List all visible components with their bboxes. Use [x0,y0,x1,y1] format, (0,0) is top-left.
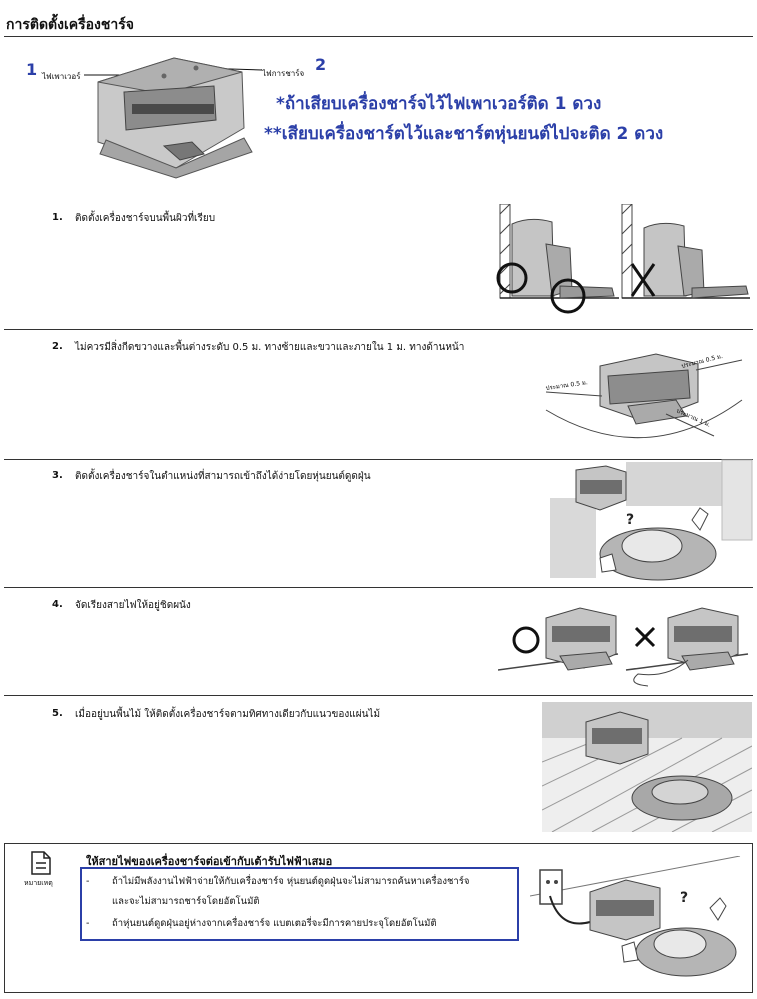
step-3-number: 3. [52,470,63,481]
power-led-label: ไฟเพาเวอร์ [42,72,81,81]
step-4-text: จัดเรียงสายไฟให้อยู่ชิดผนัง [75,600,191,611]
bullet-2-text: ถ้าหุ่นยนต์ดูดฝุ่นอยู่ห่างจากเครื่องชาร์… [112,918,437,929]
step-4-number: 4. [52,599,63,610]
step-2-text: ไม่ควรมีสิ่งกีดขวางและพื้นต่างระดับ 0.5 … [75,342,465,353]
note-illustration: ? [530,856,741,977]
step-5-number: 5. [52,708,63,719]
step-5-text: เมื่ออยู่บนพื้นไม้ ให้ติดตั้งเครื่องชาร์… [75,709,381,720]
bullet-2-mark: - [86,918,90,929]
dist-front-label: ประมาณ 1 ม. [675,407,711,428]
dist-right-label: ประมาณ 0.5 ม. [681,353,724,370]
bullet-1-mark: - [86,876,90,887]
step-divider-4 [4,695,753,696]
step-4-illustration [498,607,749,687]
led-note-2: **เสียบเครื่องชาร์ตไว้และชาร์ตหุ่นยนต์ไป… [264,124,664,144]
dist-left-label: ประมาณ 0.5 ม. [545,379,588,392]
note-icon-label: หมายเหตุ [24,879,53,887]
charge-led-label: ไฟการชาร์จ [262,69,305,78]
power-led-number: 1 [26,60,38,79]
led-note-1: *ถ้าเสียบเครื่องชาร์จไว้ไฟเพาเวอร์ติด 1 … [276,94,602,114]
note-box [4,843,753,993]
step-1-illustration [496,204,750,314]
note-highlight-box [80,867,519,941]
svg-text:?: ? [626,512,634,528]
page-title: การติดตั้งเครื่องชาร์จ [6,17,134,33]
note-document-icon [31,851,51,875]
step-3-illustration: ? [550,459,753,581]
step-3-text: ติดตั้งเครื่องชาร์จในตำแหน่งที่สามารถเข้… [75,471,371,482]
charge-led-number: 2 [315,55,327,74]
charger-illustration [84,57,263,179]
step-2-number: 2. [52,341,63,352]
note-heading: ให้สายไฟของเครื่องชาร์จต่อเข้ากับเต้ารับ… [86,855,333,868]
step-1-number: 1. [52,212,63,223]
step-1-text: ติดตั้งเครื่องชาร์จบนพื้นผิวที่เรียบ [75,213,216,224]
svg-text:?: ? [680,890,688,906]
step-5-illustration [542,702,752,832]
step-divider-2 [4,459,753,460]
step-divider-1 [4,329,753,330]
step-2-illustration: ประมาณ 0.5 ม. ประมาณ 0.5 ม. ประมาณ 1 ม. [545,353,743,439]
bullet-1-line-2: และจะไม่สามารถชาร์จโดยอัตโนมัติ [112,896,260,907]
title-divider [4,36,753,37]
bullet-1-line-1: ถ้าไม่มีพลังงานไฟฟ้าจ่ายให้กับเครื่องชาร… [112,876,470,887]
step-divider-3 [4,587,753,588]
